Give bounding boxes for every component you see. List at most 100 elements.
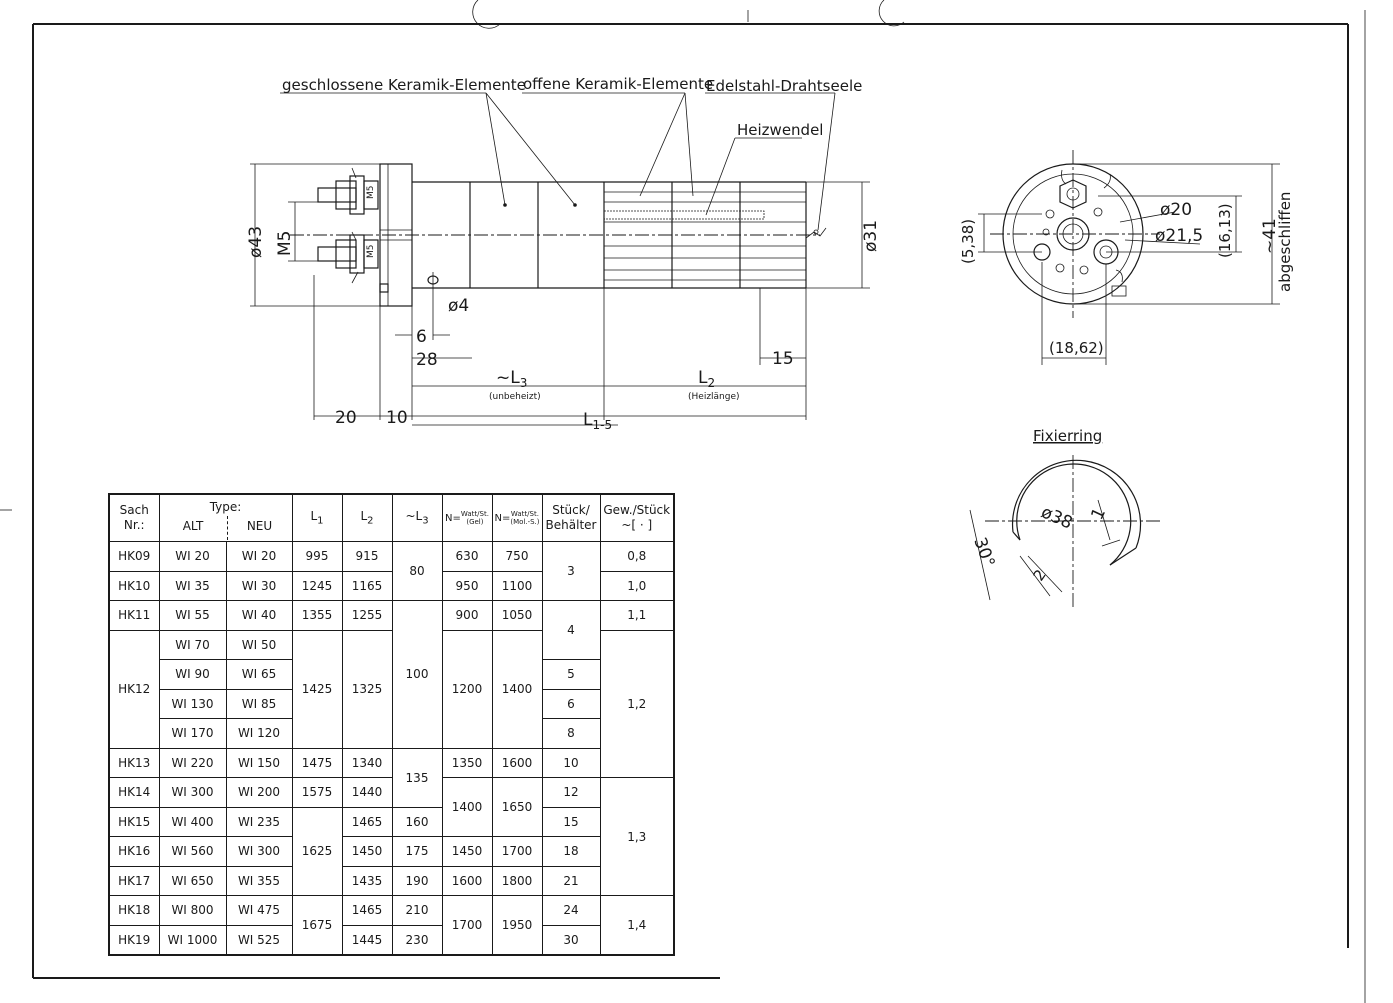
label-closed-ceramic: geschlossene Keramik-Elemente — [282, 76, 526, 94]
cell-l3: 230 — [391, 924, 443, 956]
cell-alt: WI 170 — [158, 718, 227, 749]
table-row: WI 130 WI 85 6 — [109, 688, 674, 719]
cell-stueck: 21 — [541, 865, 601, 896]
table-row: HK15 WI 400 WI 235 1625 1465 160 15 — [108, 806, 674, 896]
cell-neu: WI 525 — [225, 924, 293, 956]
cell-l1: 1355 — [291, 600, 343, 631]
dim-d31: ø31 — [861, 220, 881, 252]
cell-watt-gel: 900 — [441, 600, 493, 631]
cell-sach: HK13 — [108, 747, 160, 778]
fixierring-title: Fixierring — [1033, 427, 1102, 445]
cell-watt-gel: 1600 — [441, 865, 493, 896]
cell-sach: HK19 — [108, 924, 160, 956]
cell-stueck: 8 — [541, 718, 601, 749]
cell-l2: 1340 — [341, 747, 393, 778]
cell-watt-gel: 1350 — [441, 747, 493, 778]
cell-l3: 160 — [391, 806, 443, 837]
cell-watt-gel: 1400 — [441, 777, 493, 837]
cell-stueck: 12 — [541, 777, 601, 808]
cell-neu: WI 85 — [225, 688, 293, 719]
cell-l1: 1575 — [291, 777, 343, 808]
dim-d4: ø4 — [448, 296, 469, 316]
header-l2: L2 — [341, 493, 393, 542]
cell-alt: WI 90 — [158, 659, 227, 690]
cell-alt: WI 130 — [158, 688, 227, 719]
cell-sach: HK18 — [108, 895, 160, 926]
cell-gewicht: 1,1 — [599, 600, 675, 631]
dim-l3: ~L3 — [496, 368, 527, 390]
table-row: HK19 WI 1000 WI 525 1445 230 30 — [108, 924, 674, 956]
header-watt-gel: N=Watt/St.(Gel) — [441, 493, 493, 542]
stud-label-lower: M5 — [366, 245, 376, 259]
open-ceramic-lines — [603, 191, 806, 281]
cell-sach: HK11 — [108, 600, 160, 631]
cell-l1: 1675 — [291, 895, 343, 956]
cell-alt: WI 300 — [158, 777, 227, 808]
cell-alt: WI 560 — [158, 836, 227, 867]
cell-stueck: 5 — [541, 659, 601, 690]
table-row: HK17 WI 650 WI 355 1435 190 1600 1800 21 — [108, 865, 674, 896]
cell-sach: HK15 — [108, 806, 160, 837]
cell-neu: WI 355 — [225, 865, 293, 896]
cell-l1: 1625 — [291, 806, 343, 896]
cell-l2: 1465 — [341, 806, 393, 837]
label-ground: abgeschliffen — [1276, 192, 1294, 292]
table-row: HK18 WI 800 WI 475 1675 1465 210 1700 19… — [108, 895, 675, 956]
cell-l3: 175 — [391, 836, 443, 867]
cell-l1: 1245 — [291, 570, 343, 601]
cell-alt: WI 220 — [158, 747, 227, 778]
header-gewicht: Gew./Stück~[ · ] — [599, 493, 675, 542]
cell-gewicht: 0,8 — [599, 541, 675, 572]
cell-l3: 210 — [391, 895, 443, 926]
table-row: HK13 WI 220 WI 150 1475 1340 135 1350 16… — [108, 747, 674, 808]
table-row: HK14 WI 300 WI 200 1575 1440 1400 1650 1… — [108, 777, 675, 896]
header-stueck: Stück/Behälter — [541, 493, 601, 542]
dim-d21-5: ø21,5 — [1155, 226, 1203, 246]
cell-l2: 1465 — [341, 895, 393, 926]
cell-l2: 1445 — [341, 924, 393, 956]
dim-16-13: (16,13) — [1216, 203, 1234, 258]
cell-stueck: 3 — [541, 541, 601, 601]
cell-stueck: 24 — [541, 895, 601, 926]
cell-sach: HK09 — [108, 541, 160, 572]
cell-l1: 1425 — [291, 629, 343, 749]
cell-l3: 100 — [391, 600, 443, 749]
table-row: WI 170 WI 120 8 — [109, 718, 674, 749]
cell-stueck: 10 — [541, 747, 601, 778]
cell-stueck: 15 — [541, 806, 601, 837]
cell-sach: HK12 — [108, 629, 160, 749]
dim-18-62: (18,62) — [1049, 339, 1104, 357]
cell-l2: 1450 — [341, 836, 393, 867]
cell-l1: 1475 — [291, 747, 343, 778]
header-l3: ~L3 — [391, 493, 443, 542]
table-row: WI 90 WI 65 5 — [109, 659, 674, 690]
cell-watt-gel: 1700 — [441, 895, 493, 956]
dim-l2: L2 — [698, 368, 715, 390]
dim-6: 6 — [416, 327, 427, 347]
cell-l2: 1325 — [341, 629, 393, 749]
dim-m5: M5 — [275, 231, 295, 256]
dim-30deg: 30° — [969, 535, 998, 570]
table-row: HK11 WI 55 WI 40 1355 1255 100 900 1050 … — [108, 600, 675, 749]
cell-neu: WI 40 — [225, 600, 293, 631]
cell-alt: WI 55 — [158, 600, 227, 631]
cell-alt: WI 70 — [158, 629, 227, 660]
leader-lines — [280, 92, 836, 231]
cell-watt-gel: 1450 — [441, 836, 493, 867]
dim-5-38: (5,38) — [959, 219, 977, 264]
cell-neu: WI 30 — [225, 570, 293, 601]
cell-neu: WI 50 — [225, 629, 293, 660]
cell-watt-mol: 1800 — [491, 865, 543, 896]
dim-10: 10 — [386, 408, 408, 428]
cell-stueck: 6 — [541, 688, 601, 719]
cell-sach: HK17 — [108, 865, 160, 896]
cell-gewicht: 1,4 — [599, 895, 675, 956]
cell-neu: WI 120 — [225, 718, 293, 749]
dim-28: 28 — [416, 350, 438, 370]
stud-label-upper: M5 — [366, 186, 376, 200]
cell-l3: 190 — [391, 865, 443, 896]
cell-sach: HK10 — [108, 570, 160, 601]
cell-l2: 1440 — [341, 777, 393, 808]
